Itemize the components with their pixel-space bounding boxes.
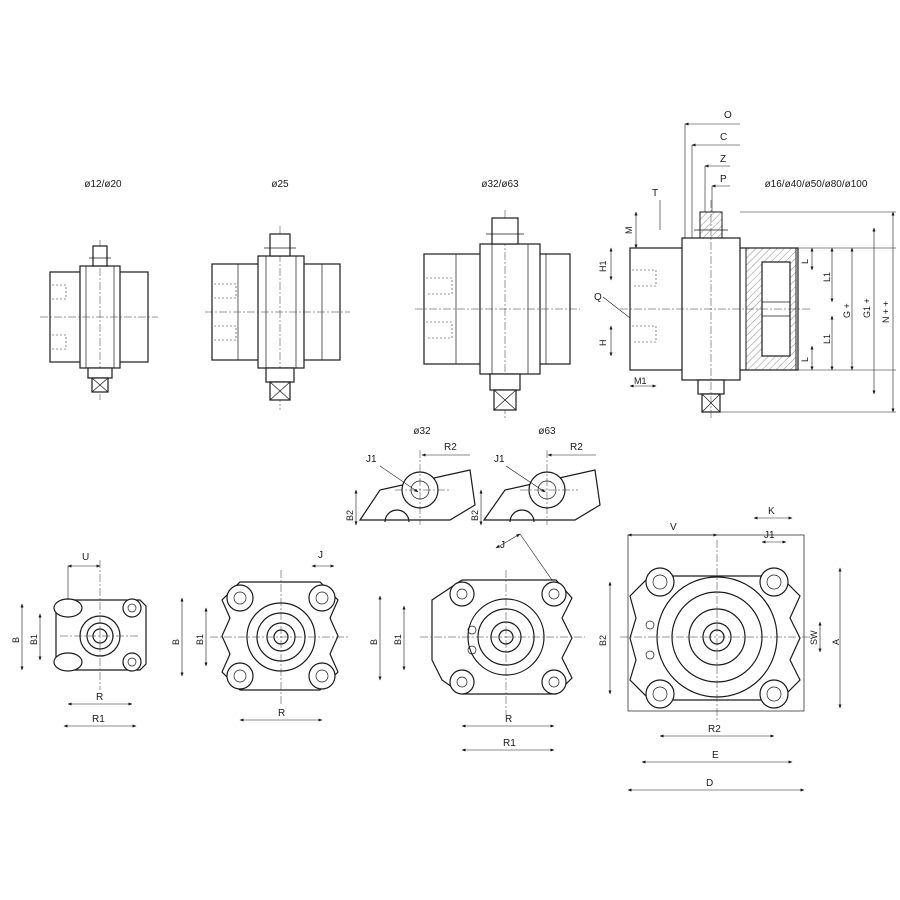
side-view-section: ø16/ø40/ø50/ø80/ø100 O C Z P T M xyxy=(594,110,896,420)
dim-M1: M1 xyxy=(634,376,647,386)
dim-O: O xyxy=(724,110,732,121)
dim-R2-d63: R2 xyxy=(570,442,583,453)
dim-D: D xyxy=(706,778,713,789)
dim-R1-f1: R1 xyxy=(92,714,105,725)
dim-J1-d63: J1 xyxy=(494,454,505,465)
dim-H1: H1 xyxy=(598,260,608,272)
dim-B2-d63: B2 xyxy=(470,510,480,521)
dim-R-f3: R xyxy=(505,714,512,725)
dim-C: C xyxy=(720,132,727,143)
dim-L1-top: L1 xyxy=(822,272,832,282)
dim-L-top: L xyxy=(800,259,810,264)
front-view-1: U B B1 R R1 xyxy=(11,552,147,728)
dim-B-f3: B xyxy=(369,639,379,645)
dim-R2-d32: R2 xyxy=(444,442,457,453)
dim-N: N + + xyxy=(881,301,891,323)
dim-R-f1: R xyxy=(96,692,103,703)
dim-Q: Q xyxy=(594,292,602,303)
dim-L-bottom: L xyxy=(800,357,810,362)
dim-B-f1: B xyxy=(11,637,21,643)
dim-J-f3: J xyxy=(500,540,505,551)
dim-B1-f3: B1 xyxy=(393,634,403,645)
dim-B2-f4: B2 xyxy=(598,635,608,646)
dim-E: E xyxy=(712,750,719,761)
dim-A: A xyxy=(831,639,841,645)
label-d12-20: ø12/ø20 xyxy=(84,179,122,190)
dim-R-f2: R xyxy=(278,708,285,719)
label-d32-63: ø32/ø63 xyxy=(481,179,519,190)
dim-B2-d32: B2 xyxy=(345,510,355,521)
dim-R2-f4: R2 xyxy=(708,724,721,735)
front-view-3: J B B1 R R1 xyxy=(369,533,585,752)
dim-B1-f1: B1 xyxy=(29,634,39,645)
dim-J1-d32: J1 xyxy=(366,454,377,465)
label-d63: ø63 xyxy=(538,426,556,437)
front-view-2: J B B1 R xyxy=(171,550,350,722)
label-d32: ø32 xyxy=(413,426,431,437)
dim-G1: G1 + xyxy=(862,298,872,318)
dim-SW: SW xyxy=(809,630,819,645)
dim-G: G + xyxy=(842,303,852,318)
dim-B1-f2: B1 xyxy=(195,634,205,645)
dim-Z: Z xyxy=(720,154,726,165)
dim-R1-f3: R1 xyxy=(503,738,516,749)
side-view-d32-63: ø32/ø63 xyxy=(415,179,580,420)
dim-B-f2: B xyxy=(171,639,181,645)
dim-H: H xyxy=(598,340,608,347)
front-view-4: V K J1 B2 SW A R2 E D xyxy=(598,506,842,792)
dim-L1-bottom: L1 xyxy=(822,334,832,344)
dim-K: K xyxy=(768,506,775,517)
side-view-d25: ø25 xyxy=(205,179,350,410)
side-view-d12-20: ø12/ø20 xyxy=(40,179,158,400)
dim-P: P xyxy=(720,174,727,185)
detail-d32: ø32 J1 R2 B2 xyxy=(345,426,476,526)
dim-V: V xyxy=(670,522,677,533)
dim-J-f2: J xyxy=(318,550,323,561)
label-d25: ø25 xyxy=(271,179,289,190)
dim-M: M xyxy=(624,227,634,235)
dim-J1-f4: J1 xyxy=(764,530,775,541)
label-d-all: ø16/ø40/ø50/ø80/ø100 xyxy=(765,179,868,190)
dim-U: U xyxy=(82,552,89,563)
detail-d63: ø63 J1 R2 B2 xyxy=(470,426,601,526)
dim-T: T xyxy=(652,188,658,199)
